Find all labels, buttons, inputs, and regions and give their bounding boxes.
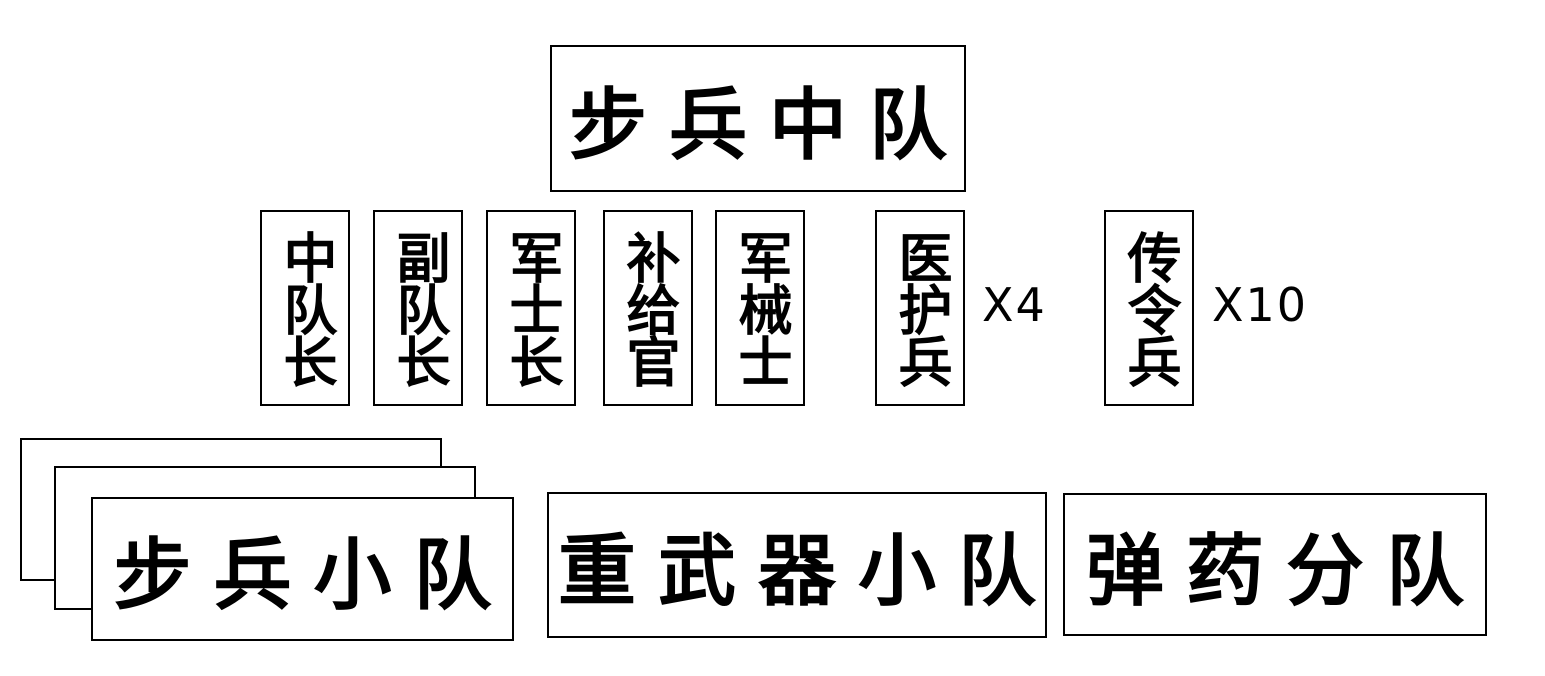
role-supply-officer: 补给官 — [603, 210, 693, 406]
role-deputy-commander: 副队长 — [373, 210, 463, 406]
role-label: 补给官 — [617, 230, 680, 386]
ammunition-section-box: 弹药分队 — [1063, 493, 1487, 636]
role-label: 军士长 — [500, 230, 563, 386]
role-medic: 医护兵 — [875, 210, 965, 406]
role-company-commander: 中队长 — [260, 210, 350, 406]
infantry-company-box: 步兵中队 — [550, 45, 966, 192]
role-sergeant-major: 军士长 — [486, 210, 576, 406]
role-armorer: 军械士 — [715, 210, 805, 406]
ammunition-section-label: 弹药分队 — [1086, 526, 1487, 617]
infantry-company-label: 步兵中队 — [569, 80, 970, 171]
role-messenger: 传令兵 — [1104, 210, 1194, 406]
infantry-platoon-label: 步兵小队 — [113, 531, 514, 621]
heavy-weapons-platoon-box: 重武器小队 — [547, 492, 1047, 638]
medic-multiplier: X4 — [982, 278, 1047, 332]
messenger-multiplier: X10 — [1212, 278, 1309, 332]
role-label: 中队长 — [274, 230, 337, 386]
infantry-platoon-box: 步兵小队 — [91, 497, 514, 641]
role-label: 副队长 — [387, 230, 450, 386]
role-label: 军械士 — [729, 230, 792, 386]
heavy-weapons-platoon-label: 重武器小队 — [558, 527, 1059, 617]
role-label: 医护兵 — [889, 230, 952, 386]
role-label: 传令兵 — [1118, 230, 1181, 386]
